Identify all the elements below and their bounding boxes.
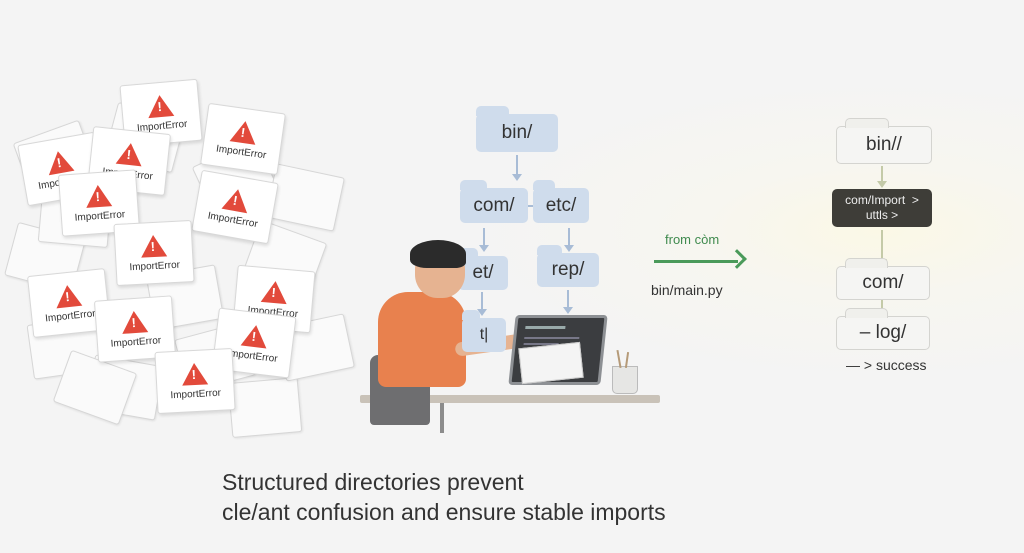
folder-com: com/ [460, 180, 528, 223]
folder-label: et/ [472, 262, 494, 283]
warning-icon [221, 186, 252, 213]
main-file-label: bin/main.py [651, 282, 723, 298]
error-label: ImportError [215, 142, 267, 161]
folder-label: etc/ [545, 194, 577, 216]
folder-bin: bin/ [476, 106, 558, 152]
import-path-highlight: com/Import > uttls > [832, 189, 932, 227]
warning-icon [115, 141, 144, 166]
person-shirt [378, 292, 466, 387]
folder-partial: t| [462, 310, 506, 352]
import-error-card: ImportError [113, 220, 195, 286]
warning-icon [44, 148, 75, 175]
caption: Structured directories prevent cle/ant c… [222, 467, 666, 527]
import-error-card: ImportError [191, 169, 279, 245]
paper-sheet [518, 341, 584, 385]
import-error-card: ImportError [200, 102, 286, 176]
arrow-right-icon [727, 249, 747, 269]
folder-label: com/ [473, 194, 515, 216]
folder-bin: bin// [836, 118, 932, 164]
arrow-icon [564, 228, 574, 252]
error-label: ImportError [44, 307, 97, 325]
folder-et: et/ [458, 248, 508, 290]
error-label: ImportError [110, 334, 162, 350]
error-label: ImportError [226, 347, 279, 365]
highlight-line: com/Import > [845, 193, 919, 207]
arrow-icon [477, 292, 487, 316]
folder-com: com/ [836, 258, 930, 300]
caption-line-2: cle/ant confusion and ensure stable impo… [222, 499, 666, 525]
error-label: ImportError [129, 259, 181, 273]
from-import-label: from còm [665, 232, 720, 247]
error-label: ImportError [74, 208, 126, 224]
warning-icon [181, 361, 209, 386]
folder-label: bin/ [501, 122, 533, 143]
folder-label: rep/ [551, 259, 585, 280]
highlight-line: uttls > [865, 208, 899, 222]
desk [360, 395, 660, 403]
arrow-icon [877, 166, 887, 188]
person-hair [410, 240, 466, 268]
warning-icon [84, 183, 113, 208]
folder-label: bin// [866, 134, 902, 155]
arrow-icon [563, 290, 573, 314]
error-label: ImportError [170, 387, 222, 401]
warning-icon [120, 309, 149, 334]
arrow-icon [512, 155, 522, 181]
folder-label: com/ [862, 272, 904, 293]
connector-line [528, 205, 534, 207]
caption-line-1: Structured directories prevent [222, 469, 524, 495]
desk-leg [440, 403, 444, 433]
warning-icon [146, 93, 175, 118]
error-label: ImportError [206, 209, 259, 230]
arrow-shaft [654, 260, 738, 263]
warning-icon [229, 118, 259, 145]
import-error-card: ImportError [154, 348, 236, 414]
paper-sheet [227, 377, 303, 438]
folder-log: – log/ [836, 308, 930, 350]
folder-label: – log/ [859, 322, 907, 343]
warning-icon [140, 233, 168, 258]
warning-icon [260, 279, 289, 304]
folder-rep: rep/ [537, 245, 599, 287]
mug [612, 366, 638, 394]
arrow-icon [479, 228, 489, 252]
warning-icon [54, 283, 83, 308]
folder-etc: etc/ [533, 180, 589, 223]
success-label: — > success [846, 357, 927, 373]
folder-label: t| [479, 326, 489, 343]
warning-icon [240, 323, 270, 349]
